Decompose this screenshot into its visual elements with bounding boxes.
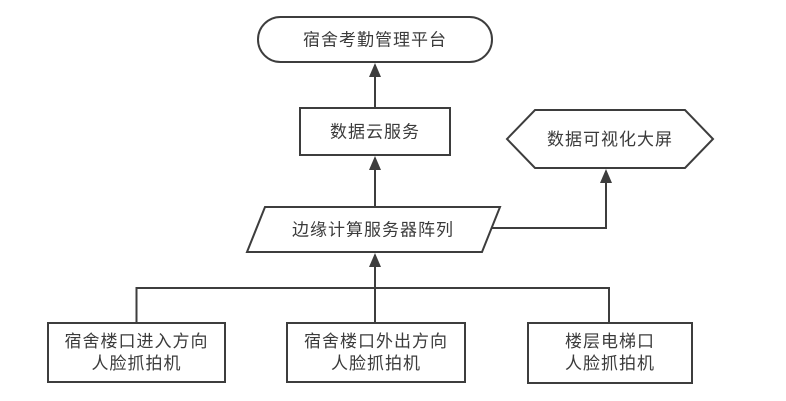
- camera-elevator-label-line1: 楼层电梯口: [565, 332, 655, 352]
- edge-cameras-bus: [135, 253, 610, 323]
- camera-entry-shape: [47, 322, 226, 383]
- camera-entry-label-line2: 人脸抓拍机: [92, 354, 182, 374]
- edge-server-array-label: 边缘计算服务器阵列: [292, 221, 454, 241]
- visualization-screen-shape: [505, 109, 715, 169]
- node-edge-server-array: 边缘计算服务器阵列: [245, 206, 502, 253]
- node-platform: 宿舍考勤管理平台: [257, 16, 493, 63]
- edge-line: [491, 169, 612, 229]
- edge-server-array-shape: [245, 206, 502, 253]
- camera-exit-label-line2: 人脸抓拍机: [331, 354, 421, 374]
- camera-elevator-shape: [527, 322, 693, 384]
- node-camera-entry: 宿舍楼口进入方向 人脸抓拍机: [47, 322, 226, 383]
- cloud-service-label: 数据云服务: [330, 123, 420, 143]
- cloud-service-shape: [299, 107, 451, 156]
- camera-exit-label-line1: 宿舍楼口外出方向: [304, 332, 448, 352]
- platform-label: 宿舍考勤管理平台: [303, 31, 447, 51]
- camera-elevator-label-line2: 人脸抓拍机: [565, 354, 655, 374]
- node-cloud-service: 数据云服务: [299, 107, 451, 156]
- node-visualization-screen: 数据可视化大屏: [505, 109, 715, 169]
- bus-line: [135, 287, 610, 323]
- camera-entry-label-line1: 宿舍楼口进入方向: [65, 332, 209, 352]
- visualization-screen-label: 数据可视化大屏: [547, 130, 673, 150]
- camera-exit-shape: [286, 322, 466, 383]
- node-camera-exit: 宿舍楼口外出方向 人脸抓拍机: [286, 322, 466, 383]
- platform-shape: [257, 16, 493, 63]
- node-camera-elevator: 楼层电梯口 人脸抓拍机: [527, 322, 693, 384]
- edge-servers-to-screen: [491, 169, 612, 229]
